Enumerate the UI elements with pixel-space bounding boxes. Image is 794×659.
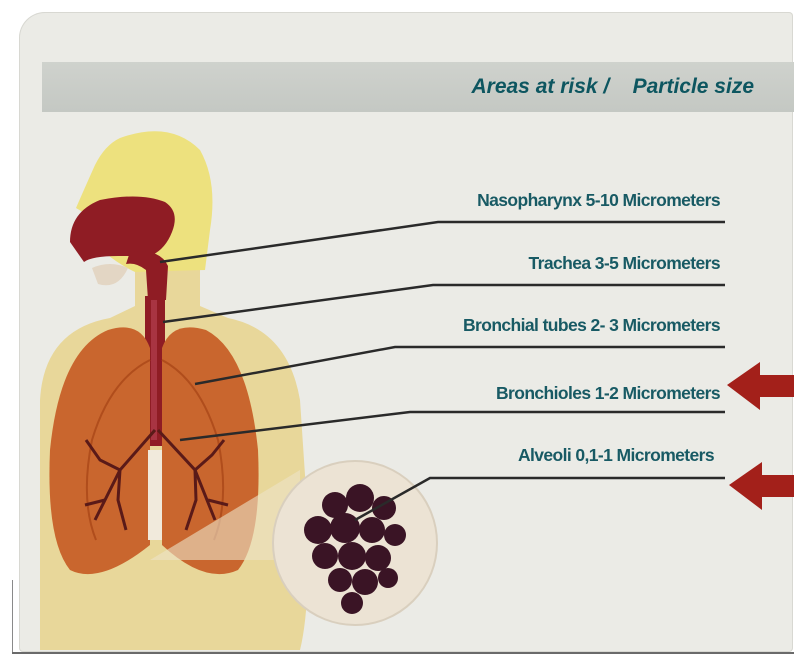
arrow-left-icon — [729, 462, 794, 510]
region-label-trachea: Trachea 3-5 Micrometers — [529, 253, 720, 274]
mouth — [92, 264, 128, 285]
region-label-nasopharynx: Nasopharynx 5-10 Micrometers — [477, 190, 720, 211]
particle-size-label: Particle size — [633, 75, 754, 99]
region-label-alveoli: Alveoli 0,1-1 Micrometers — [518, 445, 714, 466]
sternum-gap — [148, 450, 162, 540]
header: Areas at risk / Particle size — [42, 62, 754, 112]
frame-bottom-edge — [12, 652, 794, 654]
region-label-bronchial-tubes: Bronchial tubes 2- 3 Micrometers — [463, 315, 720, 336]
region-label-bronchioles: Bronchioles 1-2 Micrometers — [496, 383, 720, 404]
areas-at-risk-label: Areas at risk / — [471, 75, 609, 99]
arrow-left-icon — [727, 362, 794, 410]
